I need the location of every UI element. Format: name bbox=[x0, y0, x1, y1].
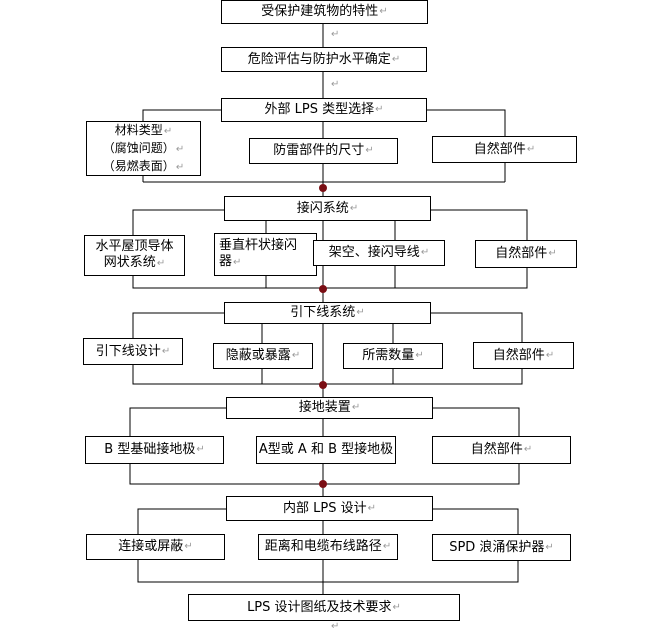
node-horizontal-roof-mesh: 水平屋顶导体 网状系统↵ bbox=[84, 235, 185, 276]
node-material-type: 材料类型↵ （腐蚀问题）↵ （易燃表面）↵ bbox=[86, 121, 201, 176]
node-type-a-or-ab-electrode: A型或 A 和 B 型接地极 bbox=[256, 436, 396, 464]
node-overhead-conductors: 架空、接闪导线↵ bbox=[313, 240, 445, 266]
node-spd-surge-protector: SPD 浪涌保护器↵ bbox=[432, 534, 571, 561]
node-concealed-or-exposed: 隐蔽或暴露↵ bbox=[213, 343, 313, 369]
paragraph-mark: ↵ bbox=[331, 29, 340, 40]
paragraph-mark: ↵ bbox=[331, 79, 340, 90]
node-building-characteristics: 受保护建筑物的特性↵ bbox=[221, 0, 428, 24]
node-air-termination-system: 接闪系统↵ bbox=[224, 196, 431, 221]
node-natural-components-2: 自然部件↵ bbox=[475, 240, 577, 268]
node-lps-drawings-requirements: LPS 设计图纸及技术要求↵ bbox=[188, 594, 460, 621]
node-natural-components-1: 自然部件↵ bbox=[432, 136, 577, 163]
node-bonding-or-shielding: 连接或屏蔽↵ bbox=[86, 534, 225, 560]
node-required-quantity: 所需数量↵ bbox=[343, 343, 443, 369]
node-natural-components-4: 自然部件↵ bbox=[432, 436, 571, 464]
node-vertical-rod: 垂直杆状接闪 器↵ bbox=[214, 233, 317, 276]
node-risk-assessment: 危险评估与防护水平确定↵ bbox=[221, 47, 427, 72]
node-natural-components-3: 自然部件↵ bbox=[473, 342, 574, 369]
node-down-conductor-design: 引下线设计↵ bbox=[83, 338, 183, 365]
paragraph-mark: ↵ bbox=[331, 621, 340, 630]
node-down-conductor-system: 引下线系统↵ bbox=[224, 302, 431, 324]
node-distance-cable-routing: 距离和电缆布线路径↵ bbox=[258, 534, 398, 560]
node-component-dimensions: 防雷部件的尺寸↵ bbox=[249, 138, 398, 164]
node-earthing-system: 接地装置↵ bbox=[226, 397, 433, 419]
node-type-b-foundation-electrode: B 型基础接地极↵ bbox=[85, 436, 224, 464]
node-internal-lps-design: 内部 LPS 设计↵ bbox=[226, 496, 433, 521]
node-external-lps-type: 外部 LPS 类型选择↵ bbox=[221, 98, 427, 122]
